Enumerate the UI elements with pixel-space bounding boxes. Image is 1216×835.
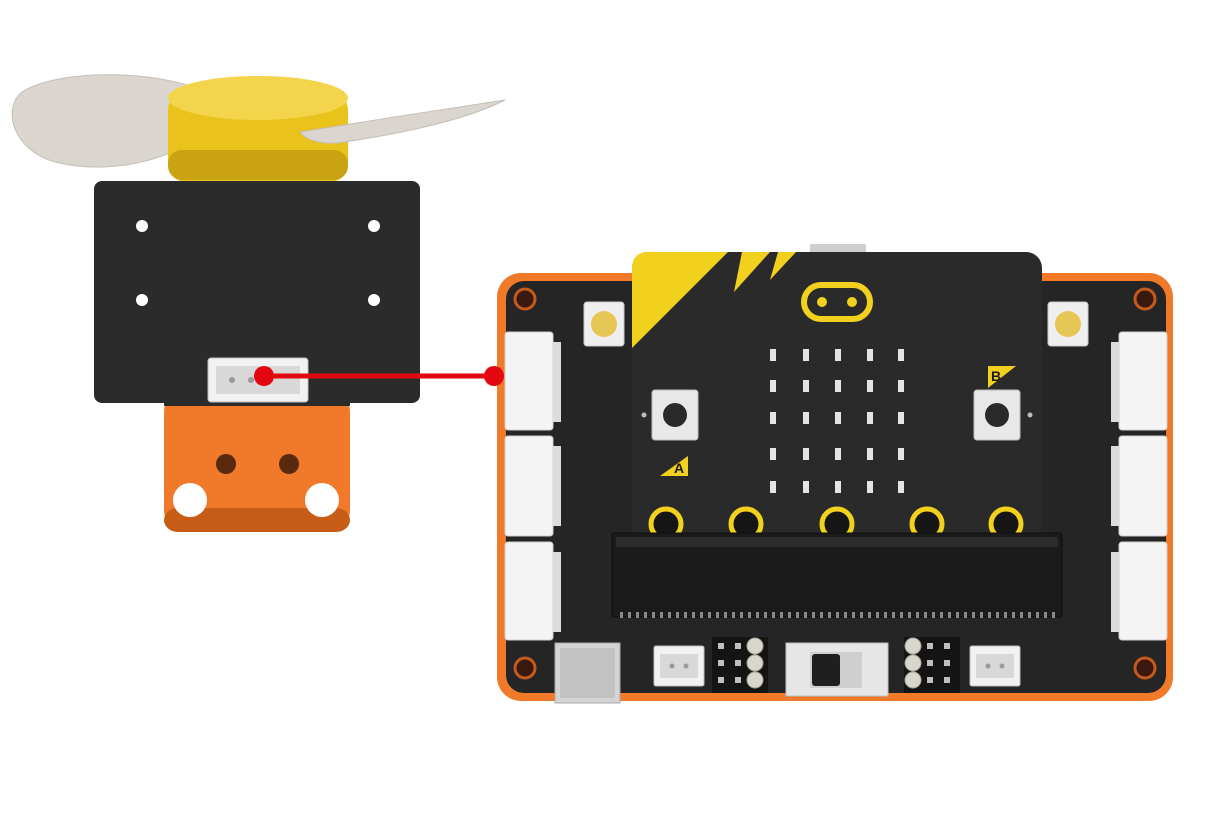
pin-header-right — [904, 637, 960, 693]
led — [803, 349, 809, 361]
led — [835, 380, 841, 392]
fan-orange-tab — [164, 380, 350, 532]
led — [898, 380, 904, 392]
button-b-label: B — [991, 368, 1001, 384]
led — [803, 481, 809, 493]
led — [770, 412, 776, 424]
button-a-marker: A — [660, 456, 688, 476]
dc-jack — [554, 642, 621, 704]
led — [867, 349, 873, 361]
led — [770, 349, 776, 361]
led — [835, 481, 841, 493]
led — [898, 481, 904, 493]
microbit-logo — [801, 282, 873, 322]
corner-holes — [513, 287, 1157, 680]
button-b-marker: B — [988, 366, 1016, 388]
expansion-button-left — [583, 301, 625, 347]
connection-end-dot — [484, 366, 504, 386]
led — [835, 448, 841, 460]
microbit-button-b — [973, 389, 1033, 441]
led — [770, 481, 776, 493]
fan-module — [11, 74, 506, 532]
microbit-board: A B — [632, 244, 1042, 542]
microbit-corner-stripe — [632, 252, 728, 348]
button-a-label: A — [674, 460, 684, 476]
led — [803, 412, 809, 424]
led — [867, 412, 873, 424]
led — [803, 448, 809, 460]
right-side-connectors — [1111, 331, 1168, 641]
left-side-connectors — [504, 331, 561, 641]
connection-start-dot — [254, 366, 274, 386]
led — [898, 412, 904, 424]
bottom-connector-right — [969, 645, 1021, 687]
led — [803, 380, 809, 392]
edge-pads — [648, 506, 1024, 542]
led — [770, 380, 776, 392]
led — [898, 448, 904, 460]
led — [898, 349, 904, 361]
led — [867, 448, 873, 460]
expansion-button-right — [1047, 301, 1089, 347]
expansion-board: A B — [497, 244, 1173, 704]
fan-blade-left — [11, 74, 213, 168]
led — [835, 349, 841, 361]
power-switch — [785, 642, 889, 697]
led — [770, 448, 776, 460]
fan-hub — [168, 76, 348, 182]
led-matrix — [770, 349, 904, 493]
fan-mount-board — [94, 181, 420, 403]
bottom-connector-left — [653, 645, 705, 687]
led — [835, 412, 841, 424]
pin-header-left — [712, 637, 768, 693]
fan-blade-right — [299, 99, 506, 144]
mount-holes — [136, 220, 380, 306]
microbit-button-a — [641, 389, 699, 441]
led — [867, 380, 873, 392]
led — [867, 481, 873, 493]
connection-wire — [254, 366, 504, 386]
edge-connector-slot — [611, 532, 1063, 618]
